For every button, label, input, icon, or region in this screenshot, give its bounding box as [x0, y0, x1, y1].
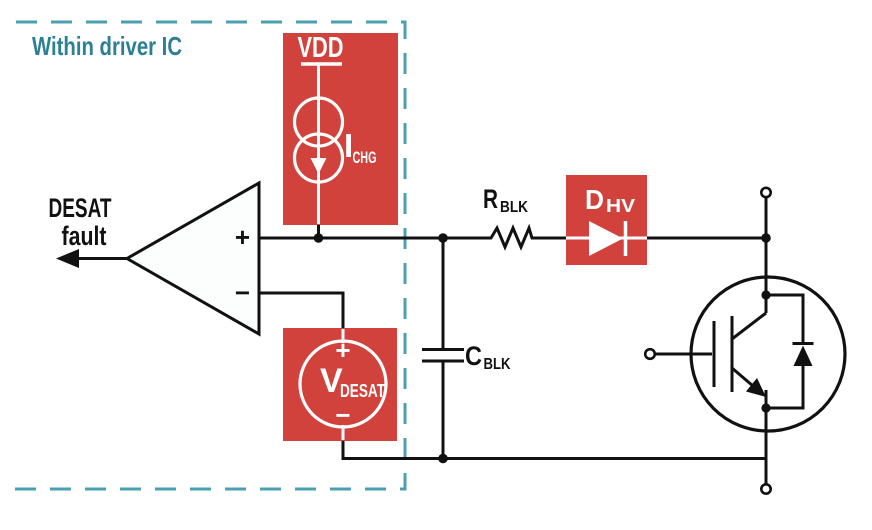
minus-input-wire — [259, 291, 345, 330]
junction-dot — [313, 233, 324, 243]
emitter-terminal — [759, 482, 772, 495]
cblk-label-sub: BLK — [484, 356, 511, 373]
vdd-label: VDD — [298, 32, 344, 64]
junction-dot — [761, 233, 771, 243]
comparator-triangle — [123, 180, 261, 337]
junction-dot — [438, 233, 448, 243]
comparator-plus-input: + — [235, 222, 250, 252]
desat-node-wire-and-resistor-symbol — [259, 223, 567, 251]
igbt-emitter-arrow-icon — [746, 378, 766, 397]
current-direction-arrow-icon — [310, 158, 327, 174]
blanking-capacitor-label: C BLK — [465, 341, 511, 373]
ichg-label-base: I — [344, 127, 353, 164]
hv-diode-triangle-icon — [589, 221, 623, 256]
freewheel-diode-branch — [766, 293, 805, 410]
rblk-label-sub: BLK — [500, 199, 528, 216]
junction-dot — [438, 453, 448, 464]
return-wire — [341, 441, 766, 460]
ichg-label-sub: CHG — [353, 148, 377, 167]
wires — [259, 197, 768, 460]
vdesat-source-circle — [298, 339, 388, 429]
dhv-label-base: D — [585, 184, 604, 215]
hv-diode-panel — [566, 175, 647, 265]
driver-ic-boundary — [15, 20, 407, 491]
hv-blocking-diode-block: D HV — [566, 175, 647, 265]
igbt-collector-diagonal — [731, 311, 767, 341]
current-source-circle-bottom — [292, 132, 345, 184]
desat-fault-label-line1: DESAT — [49, 193, 112, 223]
vdesat-minus-sign: − — [335, 400, 350, 430]
dhv-label-sub: HV — [606, 196, 635, 216]
current-source-circle-top — [292, 96, 345, 148]
vdesat-reference-block: + − V DESAT — [283, 328, 397, 441]
desat-fault-output: DESAT fault — [49, 193, 127, 268]
igbt-switch — [643, 275, 847, 484]
comparator-minus-input: − — [235, 278, 250, 308]
collector-terminal — [759, 186, 772, 199]
vdesat-panel — [283, 328, 397, 441]
junction-dot — [761, 290, 771, 300]
charge-current-source-block: VDD I CHG — [283, 32, 398, 225]
vdesat-plus-sign: + — [335, 335, 350, 365]
vdesat-label-sub: DESAT — [340, 381, 385, 401]
rblk-label-base: R — [483, 184, 498, 214]
driver-ic-label: Within driver IC — [32, 31, 182, 61]
blanking-resistor-label: R BLK — [483, 184, 528, 216]
gate-terminal — [643, 347, 657, 361]
cblk-label-base: C — [465, 341, 482, 371]
junction-dots — [313, 233, 771, 464]
comparator: + − — [123, 180, 261, 337]
junction-dot — [761, 403, 771, 413]
desat-fault-label-line2: fault — [62, 221, 107, 251]
fault-arrow-icon — [56, 249, 79, 268]
freewheel-diode-triangle-icon — [793, 345, 813, 366]
vdesat-label-base: V — [320, 362, 343, 400]
